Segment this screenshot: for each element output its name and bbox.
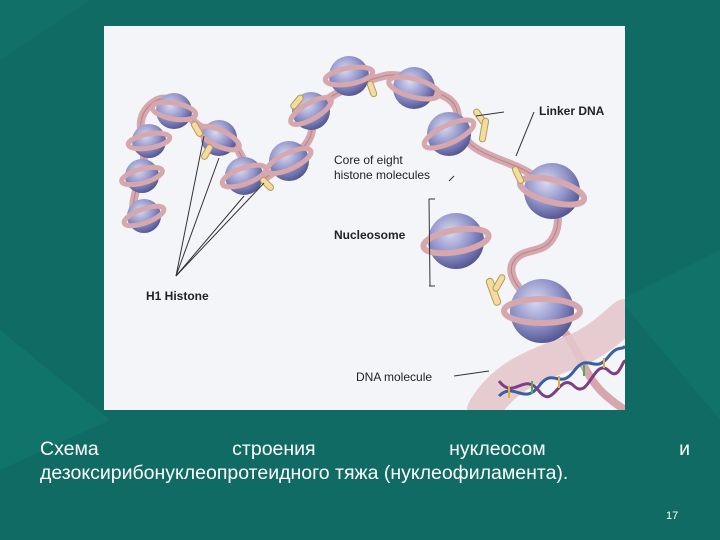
nucleosome-diagram: Linker DNA Core of eight histone molecul… bbox=[104, 26, 625, 410]
caption-word: Схема bbox=[40, 438, 99, 460]
caption-word: строения bbox=[232, 438, 316, 460]
page-number: 17 bbox=[666, 510, 679, 522]
nucleosome bbox=[121, 199, 167, 233]
nucleosome bbox=[125, 124, 173, 158]
label-linker-dna: Linker DNA bbox=[539, 104, 605, 118]
slide-caption: Схема строения нуклеосом и дезоксирибону… bbox=[40, 437, 690, 485]
label-nucleosome: Nucleosome bbox=[334, 228, 406, 242]
nucleosome bbox=[196, 120, 242, 156]
label-core-line1: Core of eight bbox=[334, 153, 403, 167]
label-core-line2: histone molecules bbox=[334, 168, 430, 182]
caption-line-2: дезоксирибонуклеопротеидного тяжа (нукле… bbox=[40, 462, 569, 484]
nucleosome bbox=[219, 157, 269, 195]
nucleosome bbox=[420, 213, 492, 269]
caption-word: и bbox=[679, 438, 690, 460]
nucleosome bbox=[322, 56, 376, 96]
nucleosome bbox=[149, 93, 199, 129]
nucleosome bbox=[264, 141, 314, 181]
caption-word: нуклеосом bbox=[449, 438, 546, 460]
dna-double-helix bbox=[467, 299, 625, 410]
leader-lines bbox=[175, 111, 535, 377]
nucleosomes bbox=[119, 56, 588, 343]
nucleosome bbox=[288, 92, 334, 130]
nucleosome bbox=[501, 279, 583, 343]
nucleosome bbox=[386, 67, 442, 109]
nucleosome bbox=[119, 159, 165, 193]
caption-line-1: Схема строения нуклеосом и bbox=[40, 437, 690, 461]
h1-histones bbox=[191, 80, 525, 306]
label-h1-histone: H1 Histone bbox=[146, 289, 209, 303]
label-dna-molecule: DNA molecule bbox=[356, 370, 432, 384]
nucleosome bbox=[421, 112, 477, 156]
